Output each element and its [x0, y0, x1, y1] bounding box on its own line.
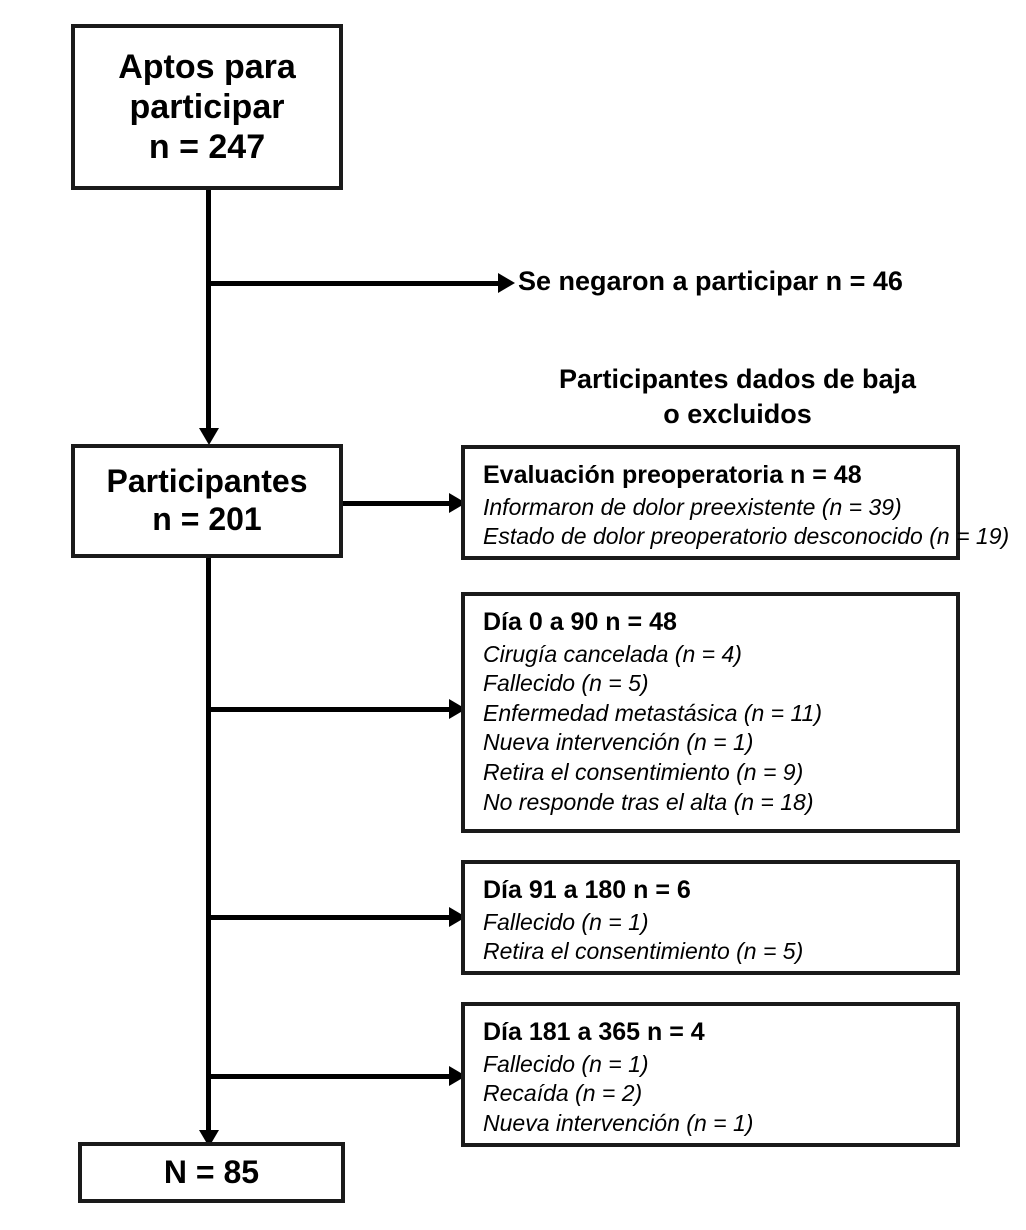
- exclusion-box-item: Estado de dolor preoperatorio desconocid…: [483, 523, 1010, 550]
- node-eligible-line-3: n = 247: [148, 128, 266, 167]
- exclusion-box-item: Informaron de dolor preexistente (n = 39…: [483, 493, 902, 520]
- exclusion-box-item: Nueva intervención (n = 1): [483, 1109, 754, 1136]
- exclusion-box-title: Día 91 a 180 n = 6: [483, 876, 691, 904]
- label-refused: Se negaron a participar n = 46: [518, 266, 903, 296]
- label-excluded-header-line-2: o excluidos: [663, 399, 812, 429]
- node-final-sample: N = 85: [78, 1142, 345, 1203]
- connector-participants-to-final: [206, 558, 211, 1144]
- exclusion-box-item: Retira el consentimiento (n = 9): [483, 759, 804, 786]
- node-final-sample-line-1: N = 85: [163, 1153, 260, 1190]
- node-participants-line-2: n = 201: [152, 501, 262, 537]
- node-eligible-line-2: participar: [129, 87, 285, 126]
- arrowhead-refused: [498, 273, 515, 293]
- exclusion-box-title: Día 0 a 90 n = 48: [483, 608, 677, 636]
- exclusion-box-item: No responde tras el alta (n = 18): [483, 788, 814, 815]
- exclusion-box-preop-evaluation: Evaluación preoperatoria n = 48 Informar…: [461, 445, 1010, 560]
- node-participants: Participantes n = 201: [71, 444, 343, 558]
- node-eligible: Aptos para participar n = 247: [71, 24, 343, 190]
- label-excluded-header-line-1: Participantes dados de baja: [558, 364, 917, 394]
- node-participants-line-1: Participantes: [106, 463, 308, 500]
- exclusion-box-title: Día 181 a 365 n = 4: [483, 1018, 705, 1046]
- connector-day-181-365: [206, 1074, 457, 1079]
- exclusion-box-item: Fallecido (n = 1): [483, 908, 649, 935]
- exclusion-box-item: Cirugía cancelada (n = 4): [483, 640, 742, 667]
- exclusion-box-item: Recaída (n = 2): [483, 1080, 643, 1107]
- node-eligible-line-1: Aptos para: [118, 47, 296, 86]
- exclusion-box-day-91-180: Día 91 a 180 n = 6 Fallecido (n = 1) Ret…: [461, 860, 960, 975]
- exclusion-box-item: Retira el consentimiento (n = 5): [483, 938, 804, 965]
- connector-refused: [206, 281, 500, 286]
- connector-eligible-to-participants: [206, 190, 211, 436]
- connector-day-91-180: [206, 915, 457, 920]
- exclusion-box-item: Fallecido (n = 1): [483, 1050, 649, 1077]
- exclusion-box-item: Fallecido (n = 5): [483, 670, 649, 697]
- connector-day-0-90: [206, 707, 457, 712]
- exclusion-box-item: Nueva intervención (n = 1): [483, 729, 754, 756]
- exclusion-box-title: Evaluación preoperatoria n = 48: [483, 461, 862, 489]
- connector-preop-evaluation: [342, 501, 457, 506]
- arrowhead-into-participants: [199, 428, 219, 445]
- exclusion-box-day-181-365: Día 181 a 365 n = 4 Fallecido (n = 1) Re…: [461, 1002, 960, 1147]
- exclusion-box-day-0-90: Día 0 a 90 n = 48 Cirugía cancelada (n =…: [461, 592, 960, 833]
- exclusion-box-item: Enfermedad metastásica (n = 11): [483, 699, 822, 726]
